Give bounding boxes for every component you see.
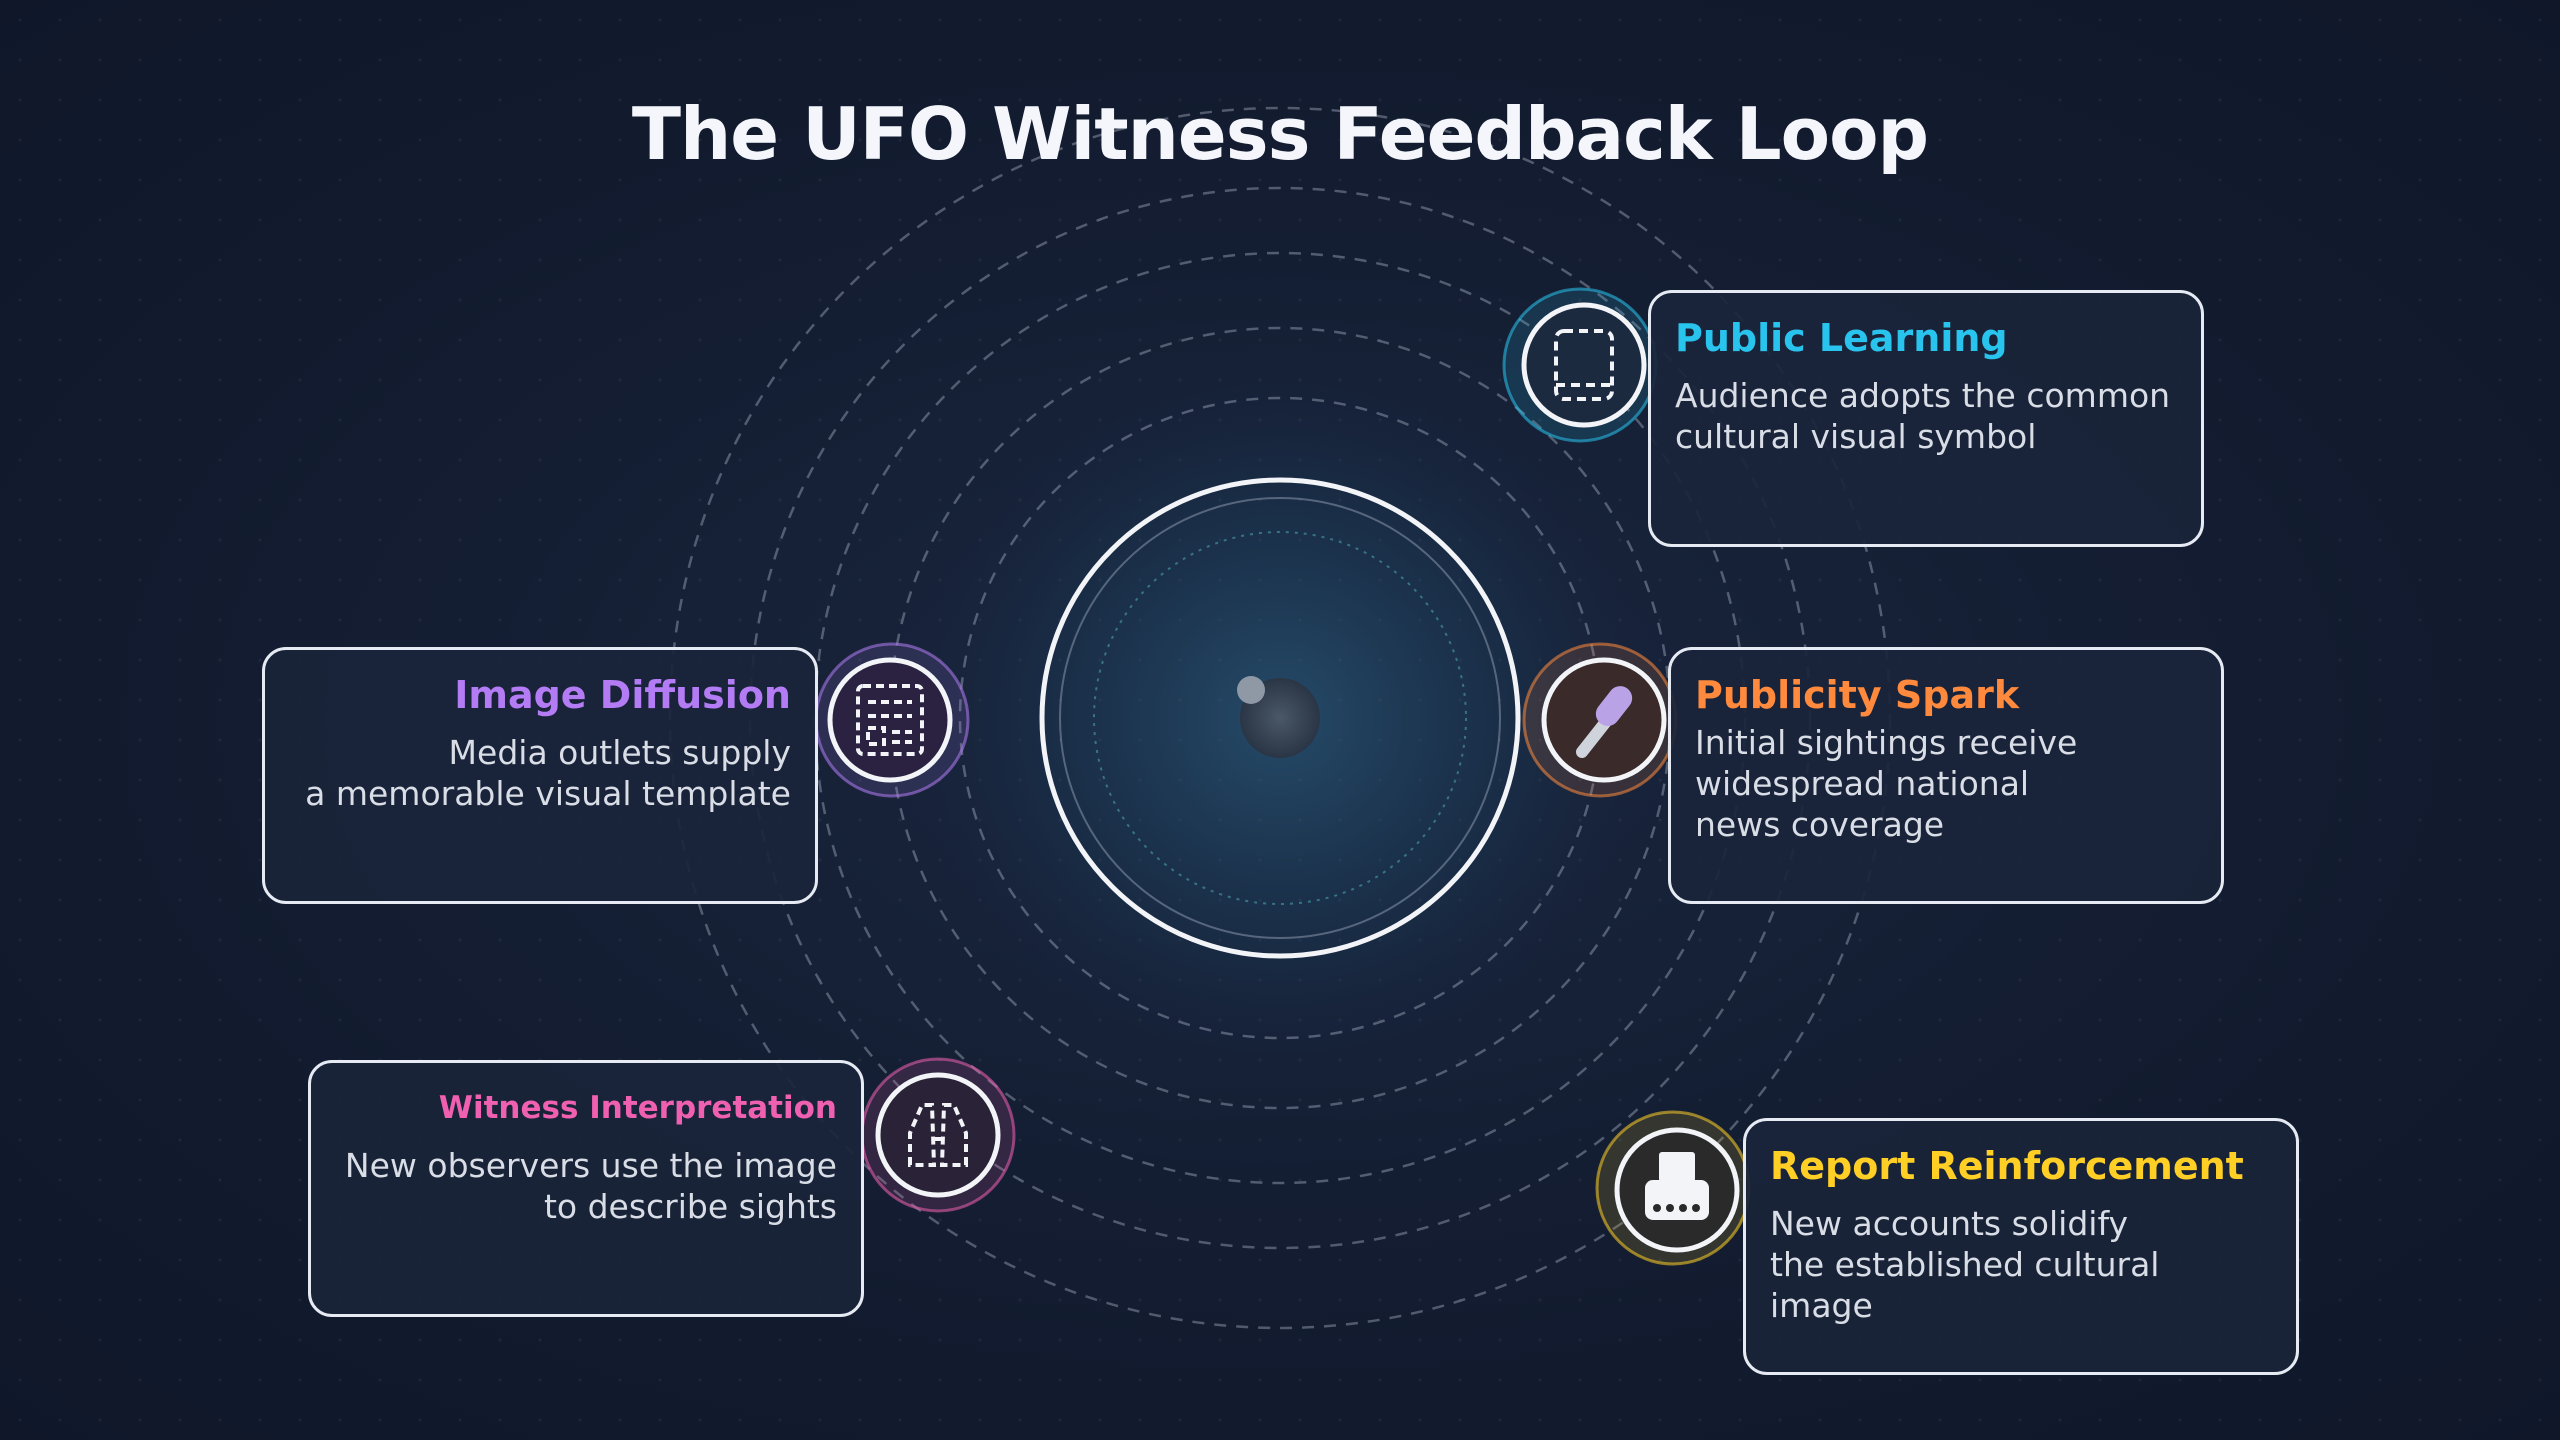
public-learning-card: Public Learning Audience adopts the comm… <box>1648 290 2204 547</box>
inner-ring-dotted <box>1093 531 1467 905</box>
typewriter-icon <box>1645 1152 1709 1220</box>
inner-ring-solid <box>1039 477 1521 959</box>
witness-interpretation-title: Witness Interpretation <box>438 1090 837 1126</box>
public-learning-desc: Audience adopts the common cultural visu… <box>1675 376 2171 456</box>
tablet-icon <box>1554 329 1614 401</box>
publicity-spark-badge <box>1522 642 1678 798</box>
witness-interpretation-badge <box>860 1057 1016 1213</box>
publicity-spark-title: Publicity Spark <box>1695 673 2020 717</box>
publicity-spark-card: Publicity Spark Initial sightings receiv… <box>1668 647 2224 904</box>
image-diffusion-title: Image Diffusion <box>454 673 791 717</box>
report-reinforcement-title: Report Reinforcement <box>1770 1144 2244 1188</box>
image-diffusion-card: Image Diffusion Media outlets supply a m… <box>262 647 818 904</box>
page-title: The UFO Witness Feedback Loop <box>631 92 1929 176</box>
witness-interpretation-desc: New observers use the image to describe … <box>344 1146 837 1226</box>
microphone-icon <box>1576 686 1633 758</box>
public-learning-title: Public Learning <box>1675 316 2008 360</box>
image-diffusion-desc: Media outlets supply a memorable visual … <box>305 733 791 813</box>
publicity-spark-desc: Initial sightings receive widespread nat… <box>1695 723 2078 844</box>
report-reinforcement-badge <box>1595 1110 1751 1266</box>
small-moon <box>1237 676 1265 704</box>
newspaper-icon <box>856 684 924 756</box>
binoculars-icon <box>908 1103 968 1167</box>
report-reinforcement-card: Report Reinforcement New accounts solidi… <box>1743 1118 2299 1375</box>
public-learning-badge <box>1502 287 1658 443</box>
witness-interpretation-card: Witness Interpretation New observers use… <box>308 1060 864 1317</box>
inner-ring-thin <box>1059 497 1501 939</box>
report-reinforcement-desc: New accounts solidify the established cu… <box>1770 1204 2160 1325</box>
image-diffusion-badge <box>814 642 970 798</box>
